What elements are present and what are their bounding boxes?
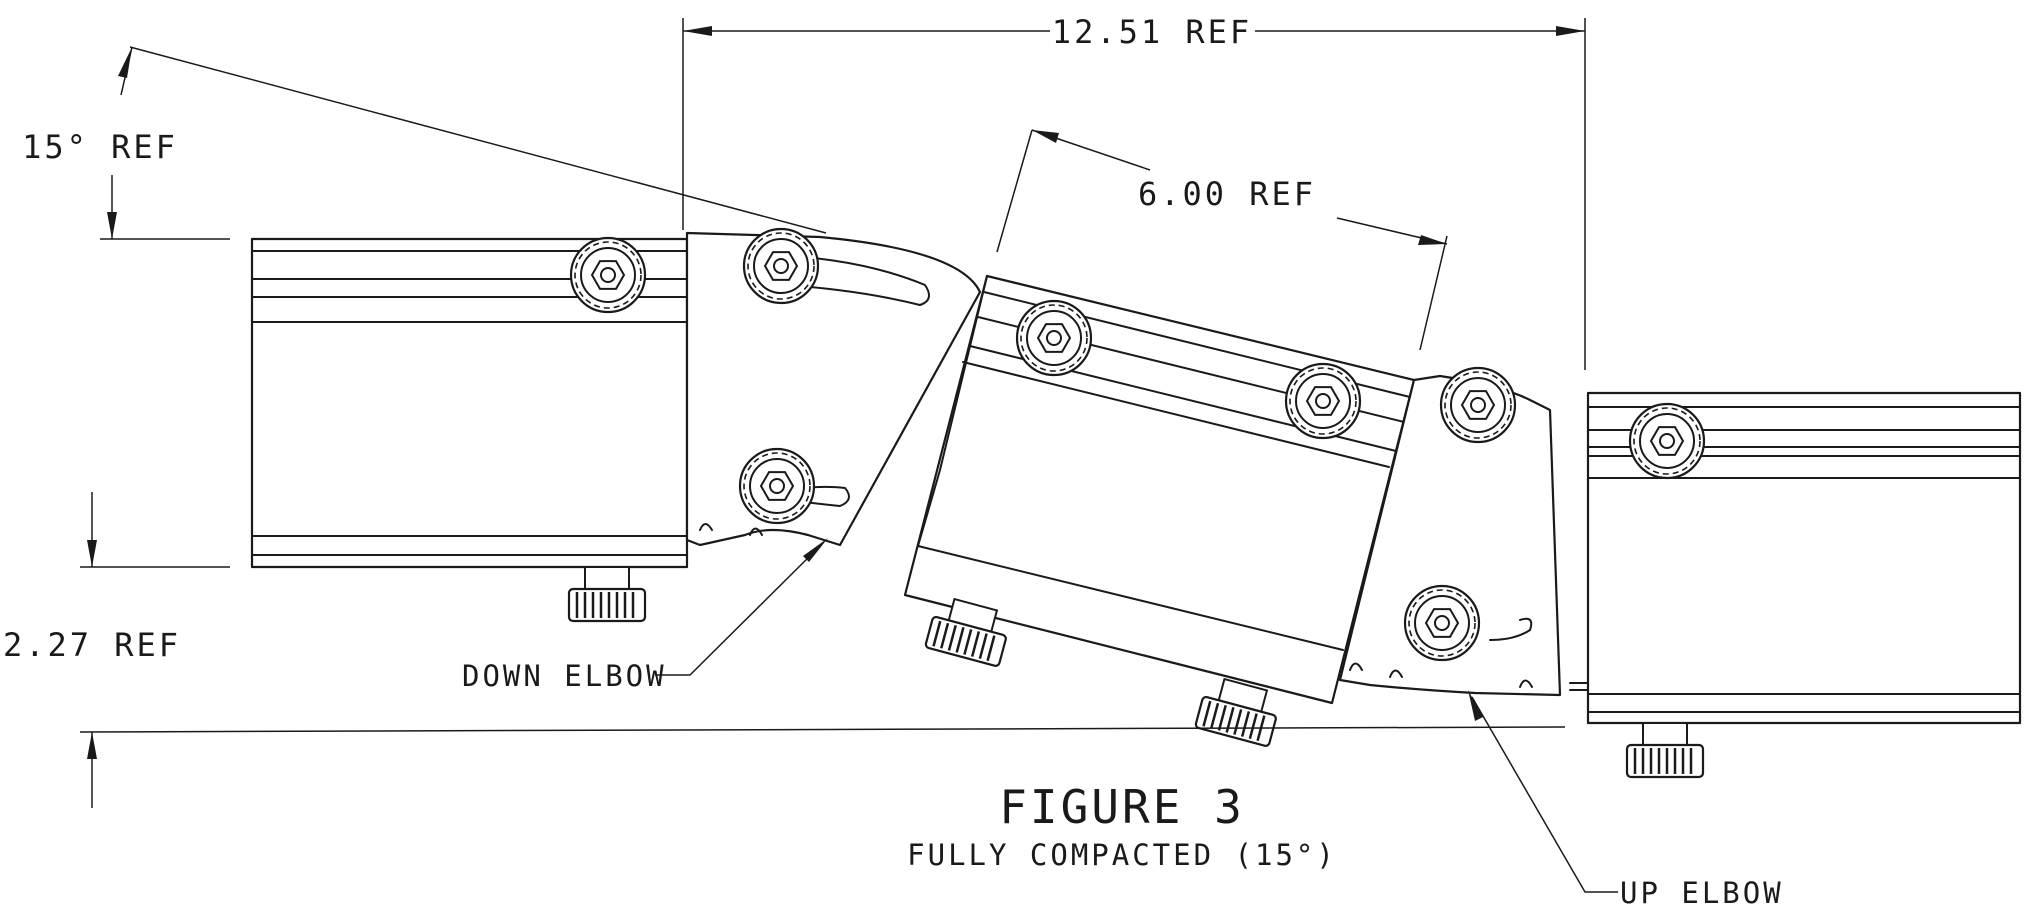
down-elbow-leader — [655, 538, 828, 676]
right-module-foot-icon — [1625, 721, 1705, 779]
down-elbow-upper-knob-icon[interactable] — [742, 227, 820, 305]
angle-label: 15° REF — [22, 128, 178, 166]
up-elbow-label: UP ELBOW — [1620, 876, 1784, 910]
center-length-dimension — [996, 129, 1448, 351]
up-elbow-lower-knob-icon[interactable] — [1403, 584, 1481, 662]
vertical-drop-dimension — [79, 492, 1566, 808]
overall-length-label: 12.51 REF — [1052, 13, 1252, 51]
angle-dimension — [100, 46, 827, 240]
up-elbow-leader — [1468, 690, 1618, 893]
figure-title: FIGURE 3 — [999, 780, 1245, 834]
up-elbow-upper-knob-icon[interactable] — [1439, 366, 1517, 444]
right-module-knob-icon[interactable] — [1628, 402, 1706, 480]
up-elbow-bracket — [1338, 374, 1562, 697]
down-elbow-label: DOWN ELBOW — [462, 659, 667, 693]
center-module-left-knob-icon[interactable] — [1015, 299, 1093, 377]
vertical-drop-label: 2.27 REF — [3, 626, 181, 664]
down-elbow-lower-knob-icon[interactable] — [738, 447, 816, 525]
left-module-foot-icon — [567, 565, 647, 623]
center-length-label: 6.00 REF — [1138, 175, 1316, 213]
center-module-right-knob-icon[interactable] — [1284, 362, 1362, 440]
figure-subtitle: FULLY COMPACTED (15°) — [907, 838, 1337, 872]
left-module-knob-icon[interactable] — [569, 236, 647, 314]
